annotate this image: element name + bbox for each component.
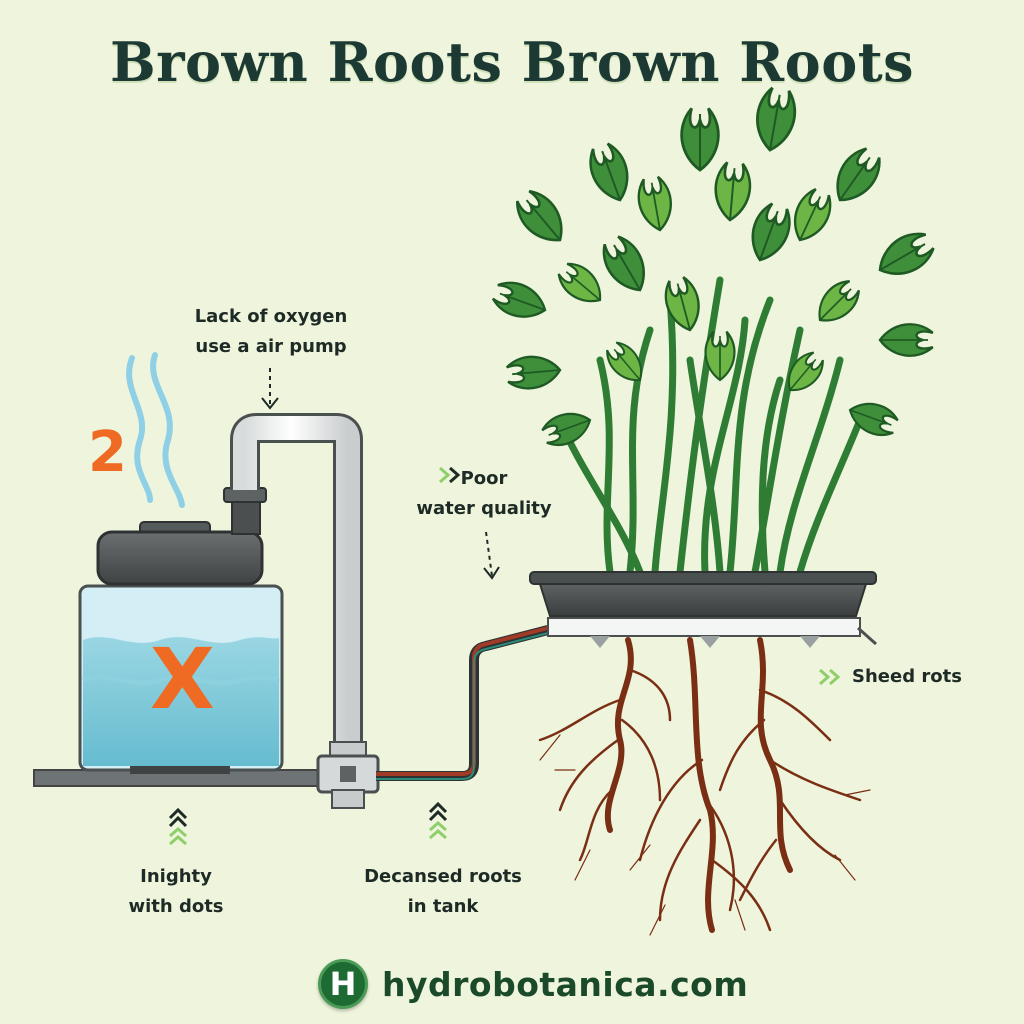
marker-cross: X <box>150 630 215 728</box>
plant-tray <box>529 571 877 648</box>
water-tank-icon <box>78 584 284 774</box>
double-chevron-up-icon <box>168 801 448 846</box>
roots-icon <box>538 637 871 936</box>
arrow-down-icon <box>261 368 500 580</box>
page-title: Brown Roots Brown Roots <box>109 30 915 94</box>
water-quality-label-line1: Poor <box>460 468 508 489</box>
water-tube <box>376 625 550 781</box>
water-quality-label: Poor water quality <box>404 464 564 524</box>
brand-logo: H <box>318 959 368 1009</box>
decansed-label-line1: Decansed roots <box>364 866 522 887</box>
inighty-label-line2: with dots <box>128 896 224 917</box>
double-chevron-right-icon <box>439 466 841 686</box>
plant-stems <box>556 276 864 576</box>
decansed-label-line2: in tank <box>407 896 479 917</box>
oxygen-label-line1: Lack of oxygen <box>194 306 348 327</box>
plant-icon <box>488 84 940 452</box>
air-pipe <box>230 413 380 809</box>
site-link[interactable]: hydrobotanica.com <box>382 964 749 1004</box>
inighty-label: Inighty with dots <box>96 862 256 922</box>
marker-number: 2 <box>88 420 127 485</box>
steam-icon <box>126 352 185 508</box>
oxygen-label-line2: use a air pump <box>195 336 347 357</box>
water-quality-label-line2: water quality <box>416 498 552 519</box>
inighty-label-line1: Inighty <box>140 866 212 887</box>
footer-brand: H hydrobotanica.com <box>318 958 748 1010</box>
decansed-label: Decansed roots in tank <box>340 862 546 922</box>
air-pump-icon <box>96 487 267 586</box>
oxygen-label: Lack of oxygen use a air pump <box>166 302 376 362</box>
shed-roots-label: Sheed rots <box>852 666 962 687</box>
